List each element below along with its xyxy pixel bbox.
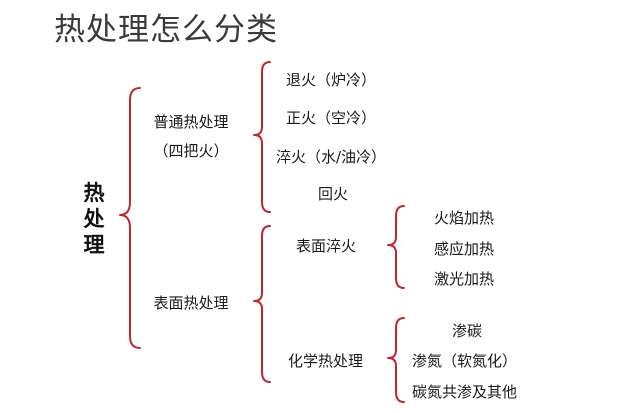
root-char: 处	[83, 207, 105, 231]
chemical-item: 渗碳	[452, 322, 483, 340]
chemical-item: 渗氮（软氮化）	[412, 352, 518, 370]
root-brace	[119, 87, 141, 349]
root-label: 热 处 理	[80, 180, 108, 258]
ordinary-label: 普通热处理	[153, 113, 229, 131]
ordinary-sub-label: （四把火）	[153, 142, 229, 160]
surface-quench-brace	[387, 205, 405, 289]
surface-brace	[253, 225, 271, 383]
chemical-label: 化学热处理	[288, 352, 364, 370]
ordinary-item: 回火	[318, 185, 349, 203]
ordinary-item: 正火（空冷）	[286, 109, 377, 127]
root-char: 热	[83, 181, 105, 205]
surface-quench-item: 火焰加热	[434, 209, 495, 227]
ordinary-item: 淬火（水/油冷）	[276, 148, 387, 166]
surface-label: 表面热处理	[153, 294, 229, 312]
ordinary-item: 退火（炉冷）	[286, 71, 377, 89]
ordinary-brace	[253, 61, 271, 213]
page-title: 热处理怎么分类	[54, 12, 278, 48]
surface-quench-item: 感应加热	[434, 240, 495, 258]
root-char: 理	[83, 233, 105, 257]
chemical-brace	[387, 317, 405, 403]
surface-quench-label: 表面淬火	[296, 237, 357, 255]
surface-quench-item: 激光加热	[434, 270, 495, 288]
chemical-item: 碳氮共渗及其他	[412, 383, 518, 401]
